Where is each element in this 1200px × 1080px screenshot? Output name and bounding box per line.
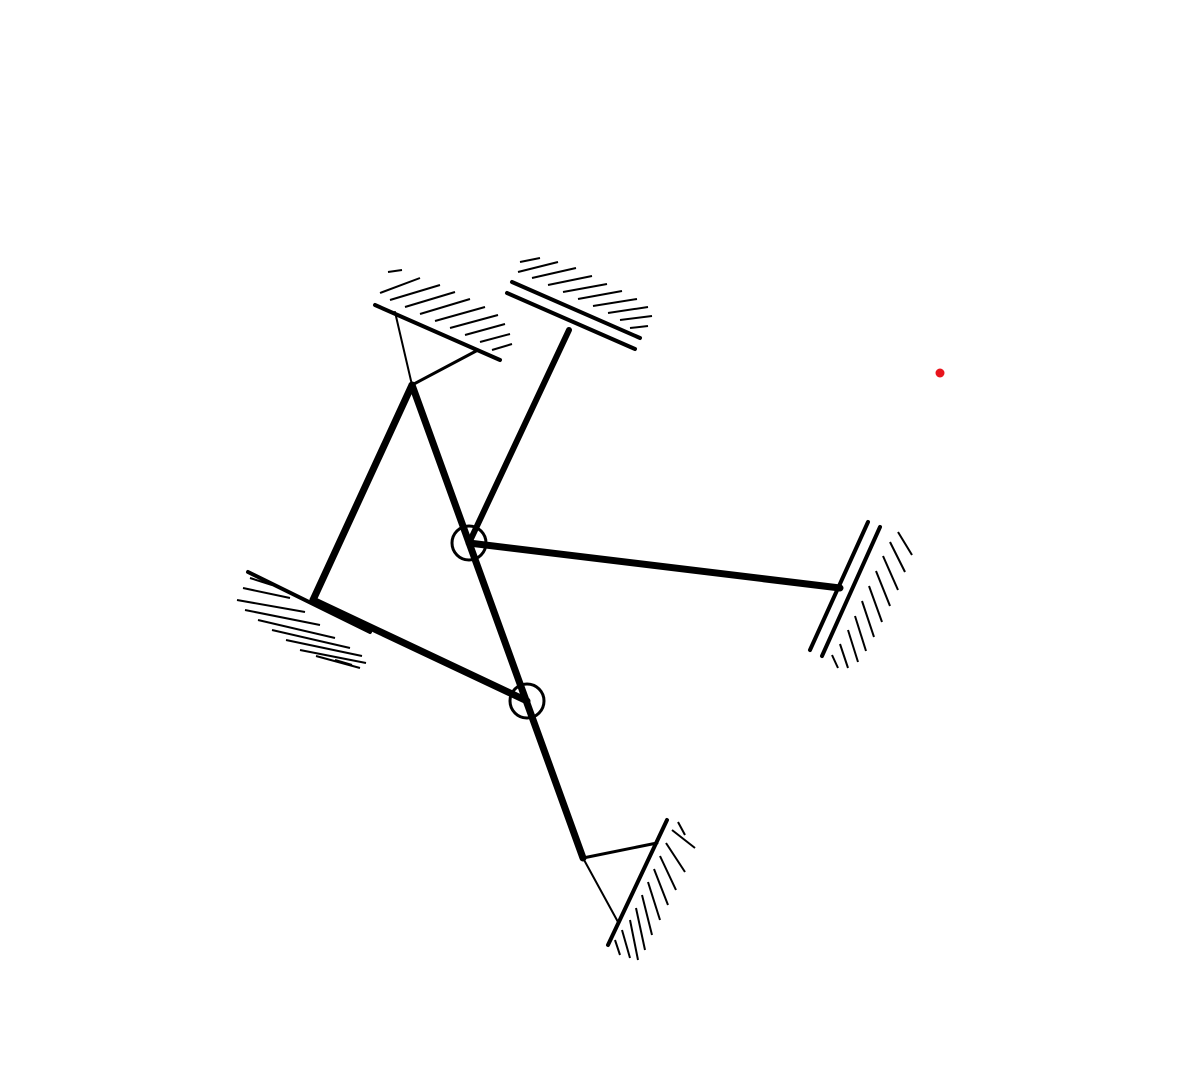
bar-upper-hinge-to-top-right [466, 327, 572, 546]
ground-support-top-left [373, 269, 513, 387]
hinge-upper [450, 524, 488, 562]
main-diagonal-bar [408, 381, 587, 862]
hatch-right [831, 531, 913, 669]
hinge-lower [508, 682, 546, 720]
hatch-left [236, 577, 367, 669]
slider-line-b-top-right [510, 280, 642, 340]
pin-leg-a-top-left [394, 311, 413, 386]
bars [309, 327, 844, 862]
ground-line-top-left [373, 303, 502, 362]
pin-leg-b-top-left [410, 348, 480, 387]
bar-top-left-to-left-support [309, 381, 416, 604]
hatch-top-left [379, 269, 513, 351]
ground-support-top-right [505, 257, 653, 351]
ground-line-left [246, 570, 372, 634]
hatch-top-right [517, 257, 653, 329]
red-marker-dot [935, 368, 945, 378]
ground-line-bottom [606, 818, 669, 947]
ground-support-left [236, 570, 372, 669]
slider-line-a-top-right [505, 291, 637, 351]
hatch-bottom [614, 821, 696, 961]
bar-upper-hinge-to-right [465, 539, 844, 592]
pin-leg-b-bottom [581, 841, 659, 860]
ground-support-bottom [581, 818, 696, 961]
pin-leg-a-bottom [582, 857, 619, 923]
slider-line-b-right [820, 525, 882, 658]
bar-left-support-to-lower-hinge [309, 596, 531, 705]
ground-support-right [808, 520, 913, 669]
